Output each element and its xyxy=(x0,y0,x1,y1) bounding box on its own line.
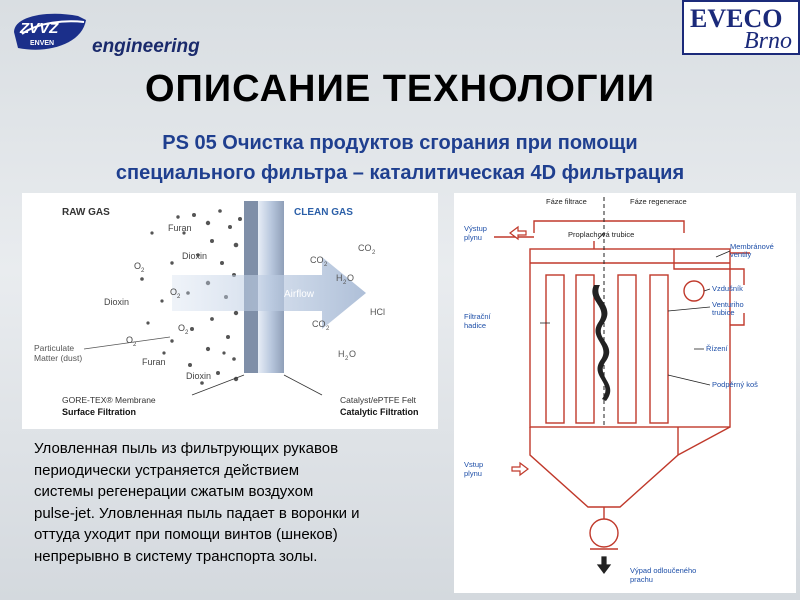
clean-co2-b-sub: 2 xyxy=(324,262,328,268)
particulate-line2: Matter (dust) xyxy=(34,353,82,363)
filtration-diagram: Airflow RAW GAS CLEAN GAS Furan Dioxin O… xyxy=(22,193,438,429)
airflow-label: Airflow xyxy=(284,289,315,300)
raw-dioxin-2: Dioxin xyxy=(104,297,129,307)
clean-co2-a-sub: 2 xyxy=(372,250,376,256)
clean-hcl: HCl xyxy=(370,307,385,317)
catalyst-leader xyxy=(283,374,323,396)
vstup-line1: Vstup xyxy=(464,460,483,469)
particulate-leader xyxy=(83,336,171,350)
membrane-leader xyxy=(191,374,245,396)
raw-o2-b-sub: 2 xyxy=(177,294,181,300)
logo-badge-line1: ZVVZ xyxy=(19,20,59,37)
clean-co2-b: CO xyxy=(310,255,324,265)
membrane-label: GORE-TEX® Membrane xyxy=(62,395,156,405)
clean-h2o-b-sub: 2 xyxy=(345,356,349,362)
raw-o2-d: O xyxy=(126,335,133,345)
airflow-arrow xyxy=(172,257,366,329)
eveco-line2: Brno xyxy=(744,28,792,54)
eveco-logo: EVECO Brno xyxy=(682,0,800,55)
surface-filtration-label: Surface Filtration xyxy=(62,407,136,417)
clean-h2o-b: H xyxy=(338,349,345,359)
clean-h2o-a-sub: 2 xyxy=(343,280,347,286)
venturiho-line2: trubice xyxy=(712,308,735,317)
raw-gas-label: RAW GAS xyxy=(62,207,110,218)
faze-filtrace-label: Fáze filtrace xyxy=(546,197,587,206)
filtracni-line2: hadice xyxy=(464,321,486,330)
vystup-line1: Výstup xyxy=(464,224,487,233)
zvvz-logo: ZVVZ ENVEN engineering xyxy=(8,6,258,58)
description-text: Уловленная пыль из фильтрующих рукавов п… xyxy=(34,438,444,567)
clean-h2o-a-o: O xyxy=(347,273,354,283)
leader-lines xyxy=(540,232,731,386)
filtration-diagram-svg: Airflow RAW GAS CLEAN GAS Furan Dioxin O… xyxy=(34,201,419,417)
vypad-line1: Výpad odloučeného xyxy=(630,566,696,575)
raw-furan-2: Furan xyxy=(142,357,166,367)
raw-o2-c: O xyxy=(178,323,185,333)
raw-o2-a-sub: 2 xyxy=(141,268,145,274)
clean-co2-c-sub: 2 xyxy=(326,326,330,332)
particulate-line1: Particulate xyxy=(34,343,74,353)
raw-dioxin-1: Dioxin xyxy=(182,251,207,261)
catalytic-filtration-label: Catalytic Filtration xyxy=(340,407,419,417)
vypad-line2: prachu xyxy=(630,575,653,584)
raw-o2-b: O xyxy=(170,287,177,297)
eveco-line1: EVECO xyxy=(690,4,783,33)
proplachova-label: Proplachová trubice xyxy=(568,230,634,239)
membranove-line1: Membránové xyxy=(730,242,774,251)
description-line: непрерывно в систему транспорта золы. xyxy=(34,547,318,565)
description-line: периодически устраняется действием xyxy=(34,461,300,479)
clean-co2-a: CO xyxy=(358,243,372,253)
filter-housing xyxy=(494,220,750,550)
subtitle-line2: специального фильтра – каталитическая 4D… xyxy=(115,162,685,184)
filtracni-line1: Filtrační xyxy=(464,312,492,321)
clean-h2o-a: H xyxy=(336,273,343,283)
raw-o2-d-sub: 2 xyxy=(133,342,137,348)
description-line: pulse-jet. Уловленная пыль падает в воро… xyxy=(34,504,360,522)
filter-unit-diagram: Fáze filtrace Fáze regenerace Výstup ply… xyxy=(454,193,796,593)
logo-badge-line2: ENVEN xyxy=(30,40,54,47)
description-line: системы регенерации сжатым воздухом xyxy=(34,483,314,500)
catalyst-label: Catalyst/ePTFE Felt xyxy=(340,395,417,405)
logo-text: engineering xyxy=(92,36,200,57)
raw-furan-1: Furan xyxy=(168,223,192,233)
description-line: Уловленная пыль из фильтрующих рукавов xyxy=(34,440,339,457)
venturiho-line1: Venturiho xyxy=(712,300,744,309)
podperny-label: Podpěrný koš xyxy=(712,380,758,389)
page-title: ОПИСАНИЕ ТЕХНОЛОГИИ xyxy=(144,68,656,110)
vystup-line2: plynu xyxy=(464,233,482,242)
subtitle-line1: PS 05 Очистка продуктов сгорания при пом… xyxy=(162,132,638,154)
air-tank-icon xyxy=(683,280,705,302)
raw-o2-c-sub: 2 xyxy=(185,330,189,336)
zvvz-badge-icon: ZVVZ ENVEN xyxy=(14,13,86,50)
membranove-line2: ventily xyxy=(730,250,752,259)
flow-arrows xyxy=(509,225,612,574)
vzdusnik-label: Vzdušník xyxy=(712,284,743,293)
filter-unit-svg: Fáze filtrace Fáze regenerace Výstup ply… xyxy=(464,197,774,584)
vstup-line2: plynu xyxy=(464,469,482,478)
clean-co2-c: CO xyxy=(312,319,326,329)
pulse-jet-dust-icon xyxy=(592,285,611,401)
page-subtitle: PS 05 Очистка продуктов сгорания при пом… xyxy=(10,128,790,188)
description-line: оттуда уходит при помощи винтов (шнеков) xyxy=(34,526,338,543)
clean-h2o-b-o: O xyxy=(349,349,356,359)
raw-o2-a: O xyxy=(134,261,141,271)
rizeni-label: Řízení xyxy=(706,344,729,353)
clean-gas-label: CLEAN GAS xyxy=(294,207,353,218)
raw-dioxin-3: Dioxin xyxy=(186,371,211,381)
faze-regenerace-label: Fáze regenerace xyxy=(630,197,687,206)
